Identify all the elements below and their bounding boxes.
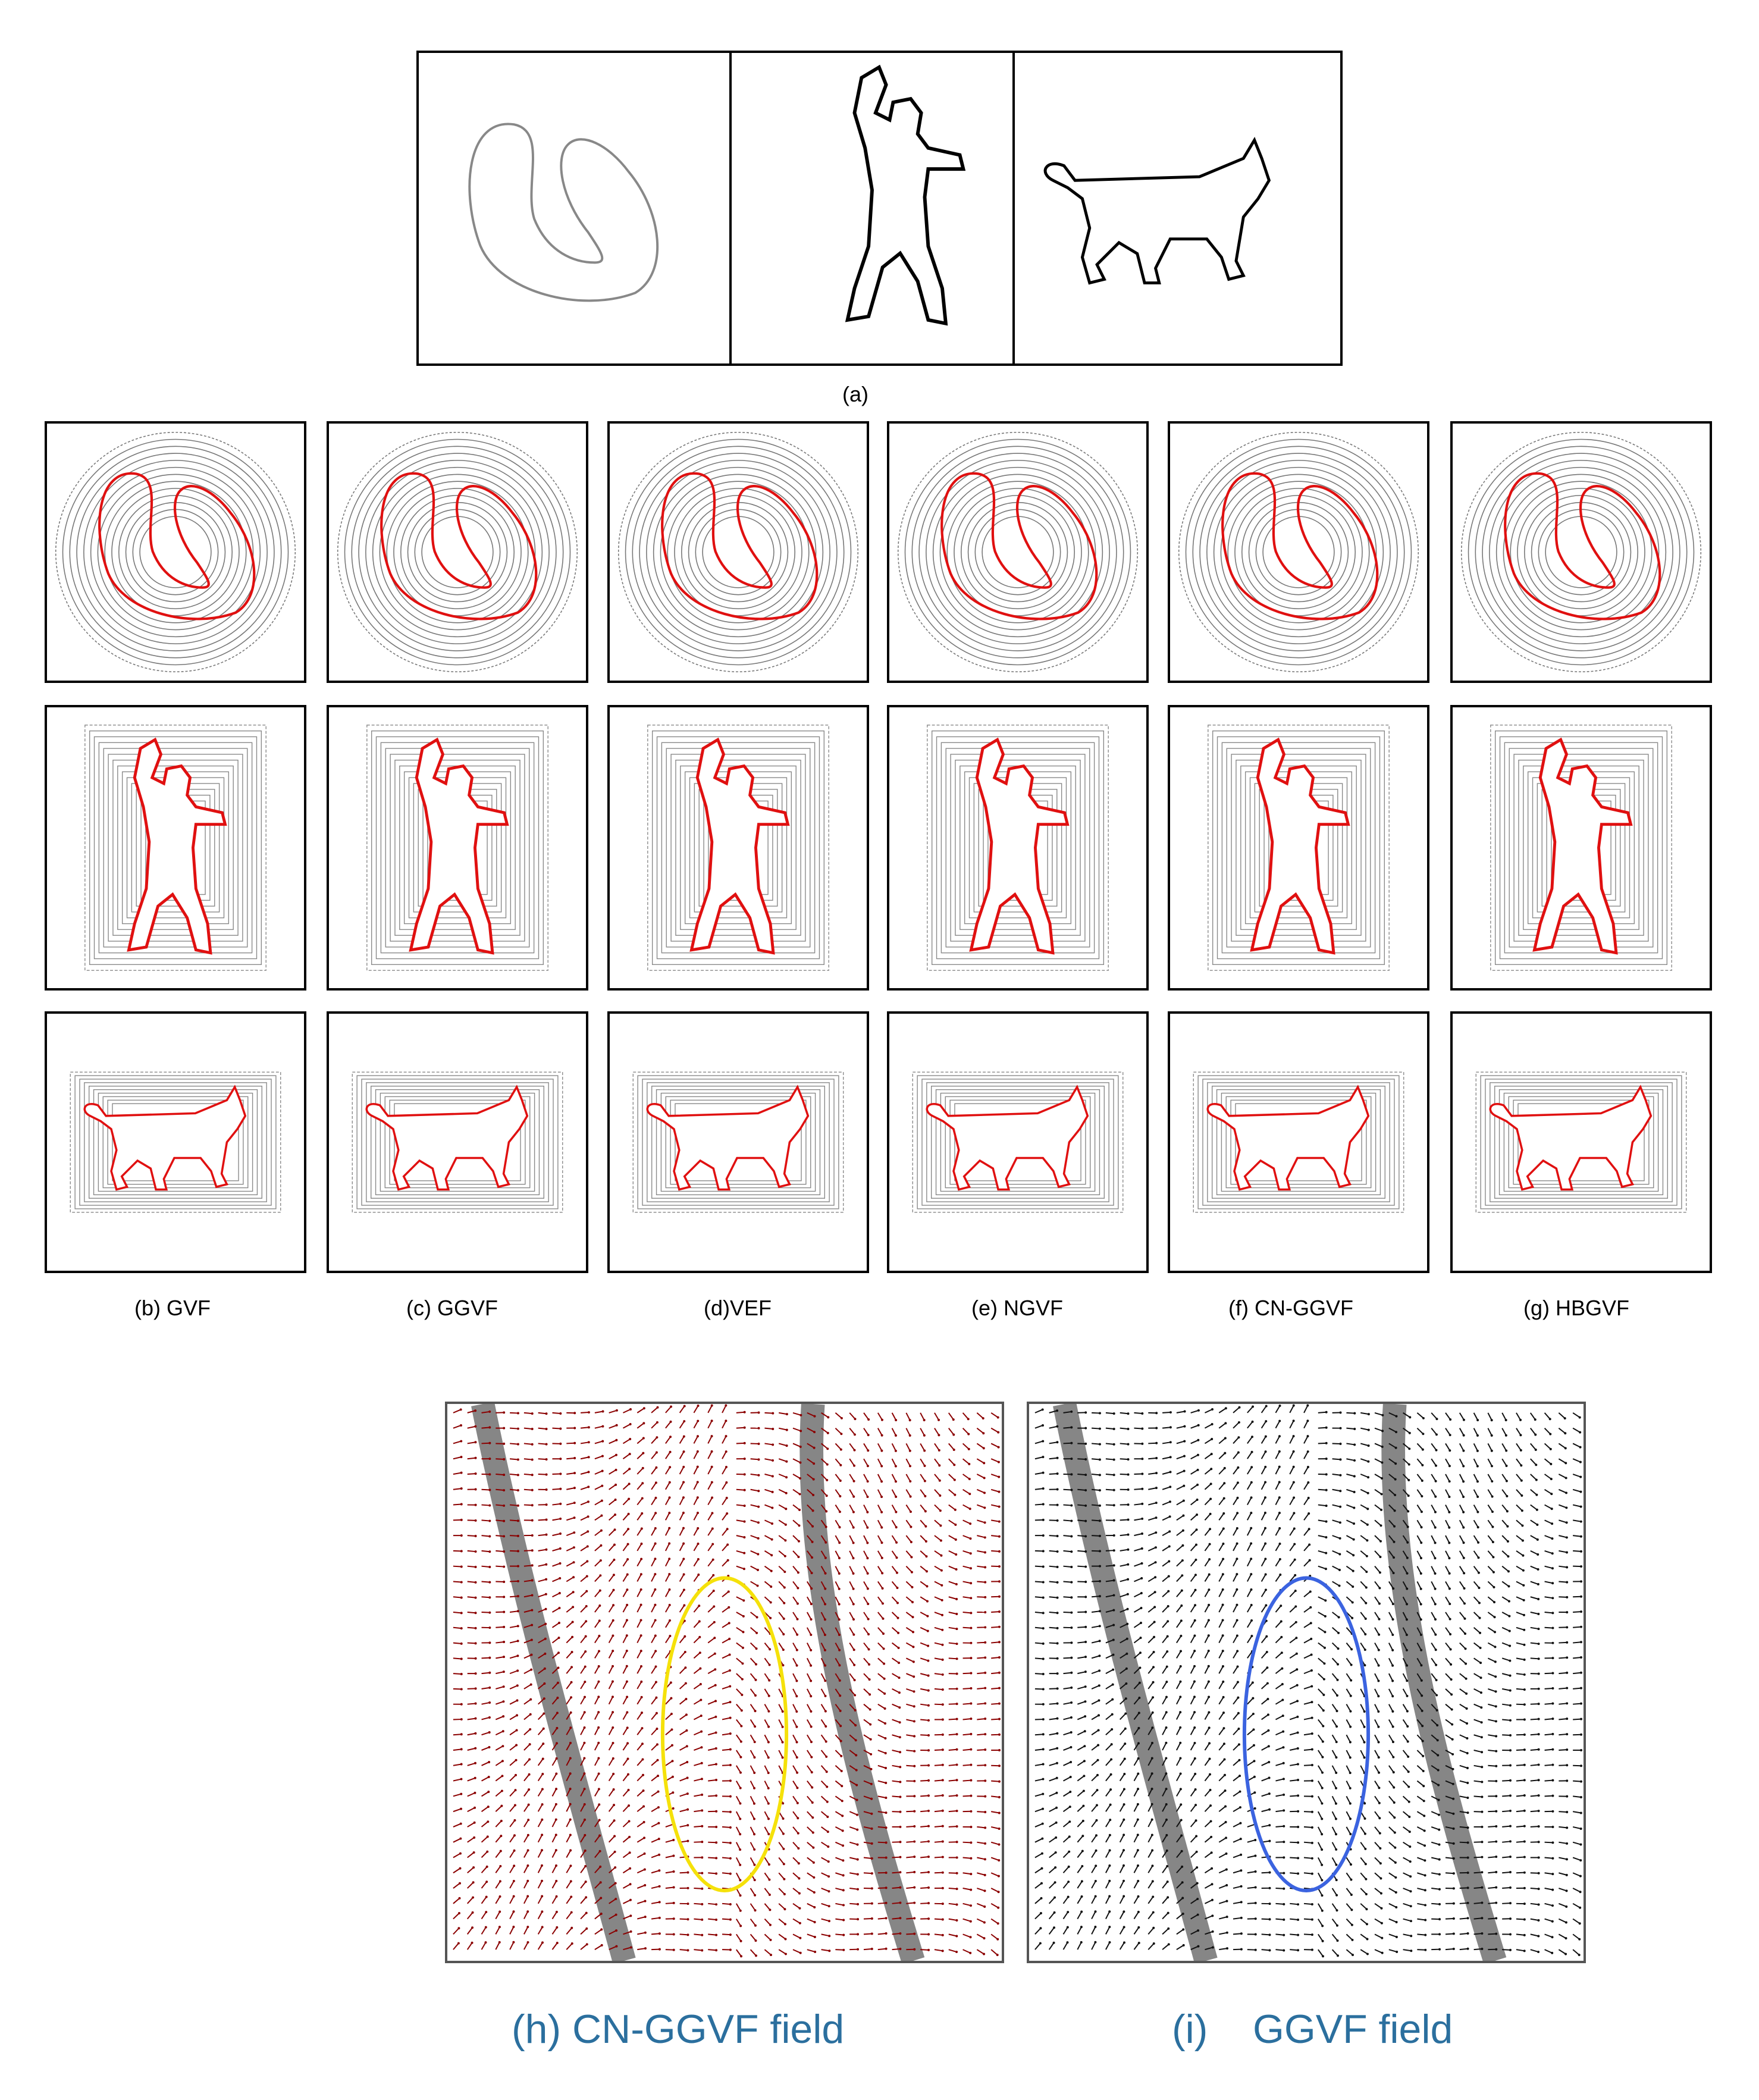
result-u-shape-5 bbox=[1450, 421, 1712, 683]
contour-evolution-plot bbox=[352, 1071, 563, 1213]
contour-evolution-plot bbox=[1460, 431, 1702, 673]
input-human-panel bbox=[729, 51, 1015, 366]
caption-ggvf-field: (i) GGVF field bbox=[1172, 2007, 1453, 2052]
u-shape-outline bbox=[468, 123, 659, 302]
contour-evolution-plot bbox=[1475, 1071, 1687, 1213]
contour-evolution-plot bbox=[1193, 1071, 1404, 1213]
result-human-figure-2 bbox=[607, 705, 869, 991]
contour-evolution-plot bbox=[70, 1071, 281, 1213]
contour-evolution-plot bbox=[1178, 431, 1419, 673]
human-figure-outline bbox=[845, 64, 966, 326]
input-u-shape-panel bbox=[416, 51, 732, 366]
result-u-shape-0 bbox=[45, 421, 306, 683]
caption-gvf: (b) GVF bbox=[134, 1296, 211, 1320]
contour-evolution-plot bbox=[366, 725, 548, 971]
result-human-figure-0 bbox=[45, 705, 306, 991]
result-cat-3 bbox=[887, 1011, 1149, 1273]
result-u-shape-1 bbox=[327, 421, 588, 683]
contour-evolution-plot bbox=[617, 431, 859, 673]
ggvf-field-plot bbox=[1034, 1404, 1583, 1961]
ggvf-field-panel bbox=[1027, 1402, 1586, 1963]
result-cat-5 bbox=[1450, 1011, 1712, 1273]
contour-evolution-plot bbox=[912, 1071, 1124, 1213]
contour-evolution-plot bbox=[84, 725, 266, 971]
cat-outline bbox=[1043, 136, 1271, 285]
caption-a: (a) bbox=[842, 382, 868, 406]
caption-cn-ggvf-field: (h) CN-GGVF field bbox=[512, 2007, 845, 2052]
caption-ngvf: (e) NGVF bbox=[971, 1296, 1063, 1320]
result-human-figure-4 bbox=[1168, 705, 1429, 991]
contour-evolution-plot bbox=[1490, 725, 1672, 971]
caption-vef: (d)VEF bbox=[703, 1296, 772, 1320]
result-u-shape-2 bbox=[607, 421, 869, 683]
contour-evolution-plot bbox=[897, 431, 1139, 673]
result-u-shape-3 bbox=[887, 421, 1149, 683]
cn-ggvf-field-panel bbox=[445, 1402, 1004, 1963]
result-human-figure-5 bbox=[1450, 705, 1712, 991]
contour-evolution-plot bbox=[1208, 725, 1390, 971]
contour-evolution-plot bbox=[647, 725, 829, 971]
result-cat-0 bbox=[45, 1011, 306, 1273]
result-cat-1 bbox=[327, 1011, 588, 1273]
contour-evolution-plot bbox=[55, 431, 296, 673]
caption-ggvf: (c) GGVF bbox=[406, 1296, 498, 1320]
result-cat-4 bbox=[1168, 1011, 1429, 1273]
cn-ggvf-field-plot bbox=[453, 1404, 1001, 1961]
caption-cn-ggvf: (f) CN-GGVF bbox=[1228, 1296, 1353, 1320]
result-human-figure-1 bbox=[327, 705, 588, 991]
contour-evolution-plot bbox=[927, 725, 1109, 971]
contour-evolution-plot bbox=[337, 431, 578, 673]
input-cat-panel bbox=[1012, 51, 1343, 366]
result-cat-2 bbox=[607, 1011, 869, 1273]
result-u-shape-4 bbox=[1168, 421, 1429, 683]
result-human-figure-3 bbox=[887, 705, 1149, 991]
contour-evolution-plot bbox=[632, 1071, 844, 1213]
caption-hbgvf: (g) HBGVF bbox=[1523, 1296, 1629, 1320]
